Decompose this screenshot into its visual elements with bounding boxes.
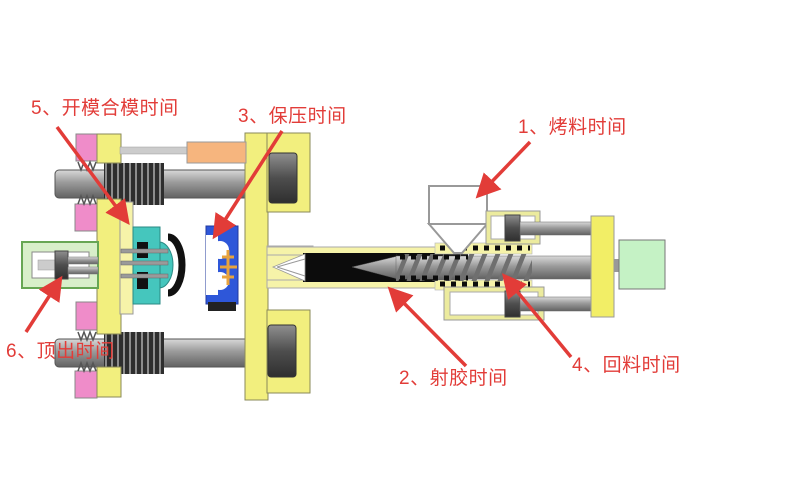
mold-base xyxy=(208,302,236,311)
arrow-mold-time xyxy=(55,125,130,226)
ejector-rod xyxy=(67,256,99,265)
end-plate xyxy=(590,215,615,318)
mold-insert xyxy=(137,272,148,289)
sprue-runner xyxy=(220,250,237,285)
tie-bar-bushing-top xyxy=(268,152,298,204)
nozzle xyxy=(271,253,306,282)
spring xyxy=(77,360,97,374)
label-recover-time: 4、回料时间 xyxy=(572,355,681,376)
ejector-pin xyxy=(120,260,169,266)
drive-block xyxy=(618,239,666,290)
tie-bar-bushing-bottom xyxy=(267,324,297,378)
label-inject-time: 2、射胶时间 xyxy=(399,368,508,389)
nut-block xyxy=(74,203,98,232)
screw-flights xyxy=(396,254,532,281)
arrow-eject-time xyxy=(24,275,63,333)
injection-barrel xyxy=(266,242,593,291)
spring xyxy=(77,329,97,343)
label-mold-open-close-time: 5、开模合模时间 xyxy=(31,98,179,119)
carriage-cylinder xyxy=(186,141,247,164)
label-eject-time: 6、顶出时间 xyxy=(6,341,115,362)
spring xyxy=(77,193,97,207)
mold-fixed-half xyxy=(205,225,239,311)
arrow-bake-time xyxy=(475,140,532,199)
molded-part xyxy=(167,233,186,297)
ejector-rod xyxy=(67,266,99,275)
arrow-inject-time xyxy=(387,286,468,368)
arrow-hold-time xyxy=(212,130,284,240)
tie-bar-thread-top xyxy=(104,163,164,205)
ejector-pin xyxy=(120,248,169,254)
label-bake-time: 1、烤料时间 xyxy=(518,117,627,138)
nut-block xyxy=(74,370,98,399)
guide-block-bottom xyxy=(96,366,122,398)
label-hold-time: 3、保压时间 xyxy=(238,106,347,127)
ejector-pin xyxy=(120,273,169,279)
ejector-cylinder xyxy=(21,241,99,289)
mold-moving-half xyxy=(120,226,174,305)
guide-block-top xyxy=(96,133,122,164)
arrow-recover-time xyxy=(501,273,573,359)
ejector-piston xyxy=(54,250,69,280)
leader-arrows xyxy=(24,125,573,368)
piston xyxy=(504,214,521,242)
carriage-rod xyxy=(119,146,189,155)
drive-shaft xyxy=(614,259,620,272)
nut-block xyxy=(75,301,99,331)
injection-cylinder-top xyxy=(485,210,593,245)
piston-rod xyxy=(519,221,593,236)
moving-platen xyxy=(96,198,122,335)
ejector-rod-left xyxy=(37,259,57,271)
